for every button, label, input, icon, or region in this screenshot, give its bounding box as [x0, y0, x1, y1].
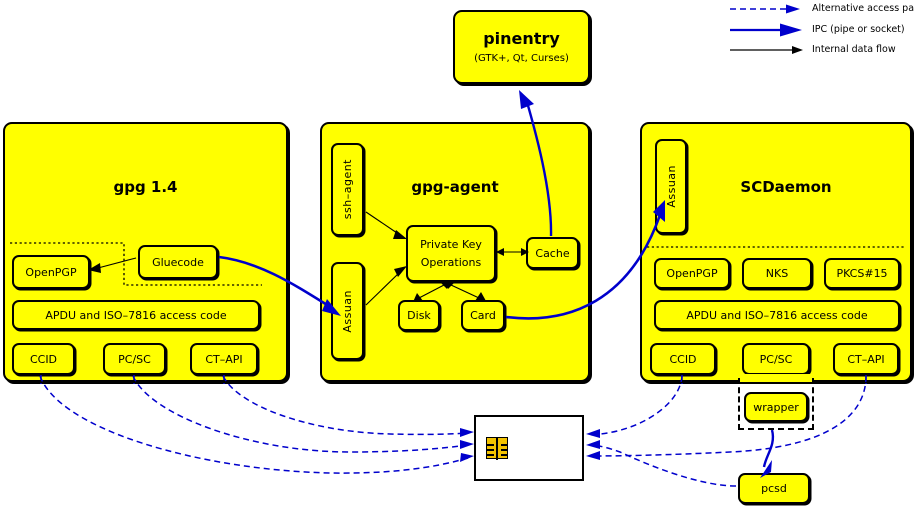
legend-label-internal-data-flow: Internal data flow [812, 44, 896, 55]
gpg14-driver-pcsc-box[interactable]: PC/SC [103, 343, 166, 375]
gpg14-gluecode-label: Gluecode [152, 255, 204, 269]
gpg-agent-ssh-agent-label: ssh–agent [341, 159, 354, 220]
gpg-agent-ssh-agent-box[interactable]: ssh–agent [331, 143, 364, 236]
gpg-agent-card-label: Card [470, 309, 496, 322]
scdaemon-apdu-label: APDU and ISO–7816 access code [686, 308, 868, 322]
scdaemon-driver-ccid-box[interactable]: CCID [650, 343, 716, 375]
gpg-agent-disk-label: Disk [407, 309, 431, 322]
scdaemon-driver-pcsc-box[interactable]: PC/SC [742, 343, 810, 375]
wrapper-box[interactable]: wrapper [744, 392, 808, 422]
legend-label-alternative-access: Alternative access paths [812, 3, 914, 14]
scdaemon-app-pkcs15-box[interactable]: PKCS#15 [824, 258, 900, 289]
gpg14-driver-ccid-label: CCID [29, 352, 58, 366]
wrapper-label: wrapper [753, 400, 799, 414]
gpg-agent-private-key-operations-box[interactable]: Private Key Operations [406, 225, 496, 282]
gpg14-openpgp-label: OpenPGP [25, 265, 77, 279]
gpg14-gluecode-box[interactable]: Gluecode [138, 245, 218, 279]
private-key-line1: Private Key [420, 238, 482, 252]
scdaemon-app-nks-label: NKS [765, 267, 789, 280]
scdaemon-driver-pcsc-label: PC/SC [759, 352, 793, 366]
scdaemon-app-nks-box[interactable]: NKS [742, 258, 812, 289]
pcsd-box[interactable]: pcsd [738, 473, 810, 504]
gpg-agent-assuan-label: Assuan [341, 289, 354, 333]
scdaemon-assuan-label: Assuan [664, 165, 678, 208]
scdaemon-driver-ctapi-label: CT–API [847, 352, 885, 366]
scdaemon-driver-ctapi-box[interactable]: CT–API [833, 343, 899, 375]
scdaemon-app-pkcs15-label: PKCS#15 [836, 267, 888, 280]
scdaemon-app-openpgp-box[interactable]: OpenPGP [654, 258, 730, 289]
gpg14-driver-ctapi-box[interactable]: CT–API [190, 343, 258, 375]
gpg14-driver-pcsc-label: PC/SC [118, 352, 151, 366]
gpg14-driver-ccid-box[interactable]: CCID [12, 343, 75, 375]
scdaemon-apdu-box[interactable]: APDU and ISO–7816 access code [654, 300, 900, 330]
gpg-agent-card-box[interactable]: Card [461, 300, 505, 331]
gpg-agent-cache-label: Cache [535, 246, 570, 260]
pinentry-box[interactable]: pinentry (GTK+, Qt, Curses) [453, 10, 590, 84]
private-key-line2: Operations [420, 255, 482, 269]
chip-icon [486, 437, 508, 460]
gpg14-title: gpg 1.4 [113, 178, 178, 196]
gpg-agent-disk-box[interactable]: Disk [398, 300, 440, 331]
gpg-agent-assuan-box[interactable]: Assuan [331, 262, 364, 360]
gpg14-driver-ctapi-label: CT–API [205, 352, 243, 366]
scdaemon-title: SCDaemon [740, 178, 832, 196]
scdaemon-app-openpgp-label: OpenPGP [666, 267, 718, 280]
pcsd-label: pcsd [761, 482, 787, 495]
gpg-agent-cache-box[interactable]: Cache [526, 237, 579, 269]
gpg14-openpgp-box[interactable]: OpenPGP [12, 255, 90, 289]
legend-label-ipc: IPC (pipe or socket) [812, 24, 905, 35]
scdaemon-driver-ccid-label: CCID [669, 352, 697, 366]
pinentry-subtitle: (GTK+, Qt, Curses) [474, 52, 569, 64]
gpg-agent-title: gpg-agent [411, 178, 499, 196]
wrapper-dash-mask [740, 374, 812, 382]
gpg14-apdu-box[interactable]: APDU and ISO–7816 access code [12, 300, 260, 330]
pinentry-title: pinentry [483, 29, 560, 49]
gpg14-apdu-label: APDU and ISO–7816 access code [45, 308, 227, 322]
scdaemon-assuan-box[interactable]: Assuan [655, 139, 687, 234]
